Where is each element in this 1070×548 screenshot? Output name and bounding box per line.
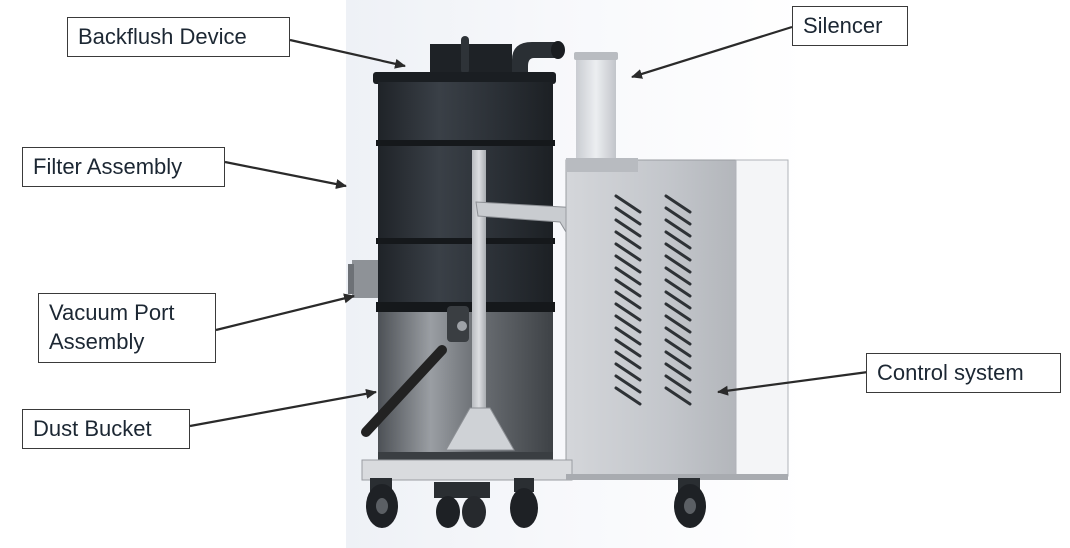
caster-wheel-icon [510, 478, 538, 528]
arrow-pointer-icon [215, 293, 355, 332]
dust-bucket-label: Dust Bucket [22, 409, 190, 449]
arrow-pointer-icon [224, 160, 347, 189]
control-cabinet [565, 158, 789, 477]
vent-slots [614, 194, 692, 406]
caster-wheel-icon [366, 478, 398, 528]
arrow-pointer-icon [289, 38, 406, 69]
vacuum-port [348, 260, 378, 298]
handle-stand [445, 150, 583, 451]
vacuum-port-assembly-label: Vacuum Port Assembly [38, 293, 216, 363]
arrow-pointer-icon [631, 25, 793, 79]
filter-assembly-label: Filter Assembly [22, 147, 225, 187]
arrow-pointer-icon [189, 388, 377, 428]
vacuum-port-label-line2: Assembly [49, 329, 145, 354]
arrow-pointer-icon [717, 370, 869, 396]
backflush-device-label: Backflush Device [67, 17, 290, 57]
backflush-device [430, 36, 565, 78]
filter-assembly [373, 72, 556, 312]
silencer-label: Silencer [792, 6, 908, 46]
silencer-tube [574, 52, 618, 162]
base-frame [361, 459, 788, 481]
caster-wheel-icon [434, 482, 490, 528]
vacuum-port-label-line1: Vacuum Port [49, 300, 175, 325]
caster-wheel-icon [674, 478, 706, 528]
control-system-label: Control system [866, 353, 1061, 393]
